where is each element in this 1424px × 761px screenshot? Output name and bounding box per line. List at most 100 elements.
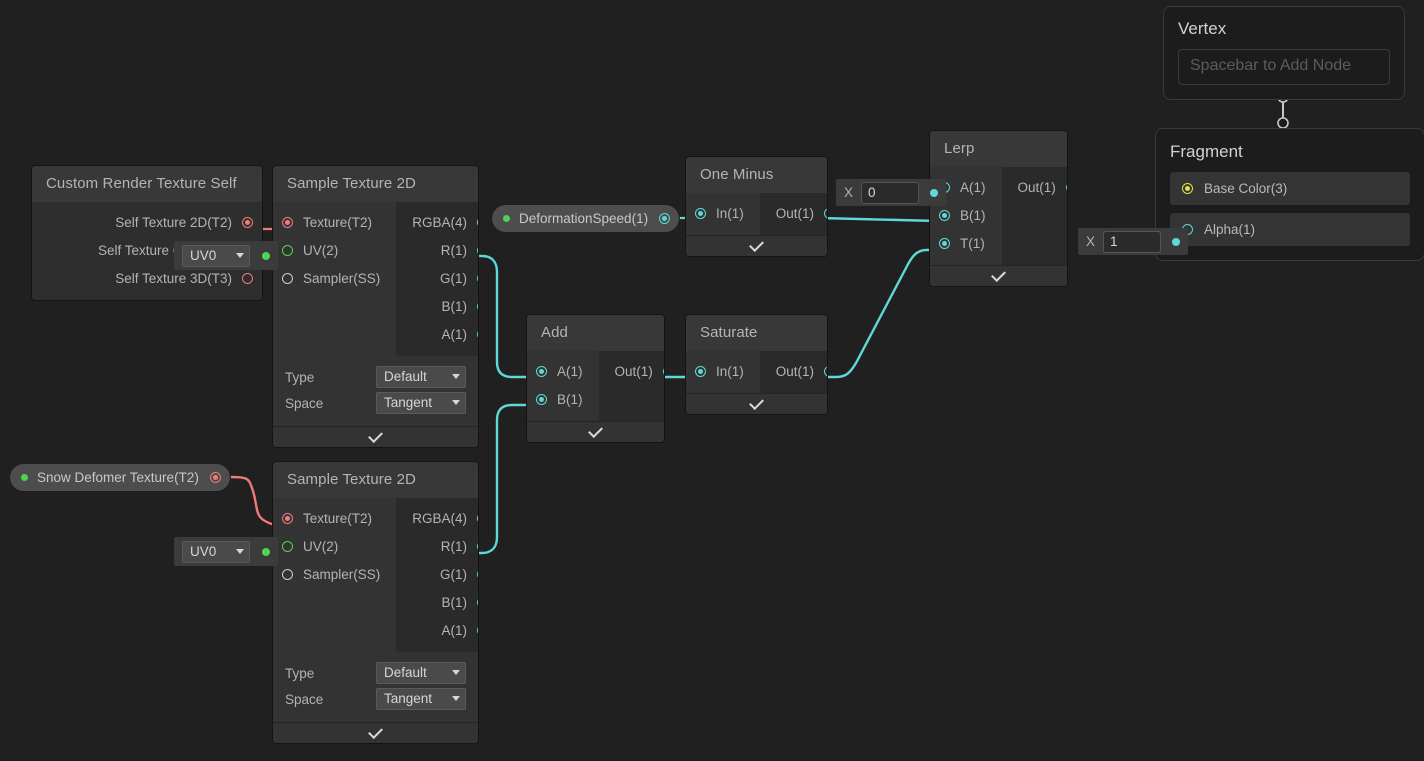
output-port-self-texture-3d[interactable]: Self Texture 3D(T3) <box>32 264 262 292</box>
type-dropdown[interactable]: Default <box>376 366 466 388</box>
space-dropdown[interactable]: Tangent <box>376 392 466 414</box>
input-port-texture[interactable]: Texture(T2) <box>273 208 396 236</box>
node-saturate[interactable]: Saturate In(1) Out(1) <box>686 315 827 414</box>
add-node-placeholder[interactable]: Spacebar to Add Node <box>1178 49 1390 85</box>
property-snow-deformer-texture[interactable]: Snow Defomer Texture(T2) <box>10 464 230 491</box>
port-dot-g[interactable] <box>477 272 478 284</box>
port-dot-t[interactable] <box>939 237 950 249</box>
port-dot-b[interactable] <box>536 393 547 405</box>
output-port-g[interactable]: G(1) <box>396 264 478 292</box>
port-dot-base-color[interactable] <box>1182 183 1193 194</box>
input-port-uv[interactable]: UV(2) <box>273 236 396 264</box>
value-slot-out-dot[interactable] <box>930 188 939 197</box>
port-dot-in[interactable] <box>695 207 706 219</box>
value-slot-out-dot[interactable] <box>1172 237 1181 246</box>
port-dot-g[interactable] <box>477 568 478 580</box>
node-collapse-footer[interactable] <box>930 265 1067 286</box>
port-dot-self-texture-3d[interactable] <box>242 272 253 284</box>
port-dot-sampler[interactable] <box>282 272 293 284</box>
port-dot-uv[interactable] <box>282 540 293 552</box>
node-collapse-footer[interactable] <box>273 722 478 743</box>
input-port-sampler[interactable]: Sampler(SS) <box>273 560 396 588</box>
uv-slot-top[interactable]: UV0 <box>174 241 278 270</box>
type-dropdown[interactable]: Default <box>376 662 466 684</box>
uv-slot-out-dot[interactable] <box>262 547 270 556</box>
master-node-fragment[interactable]: Fragment Base Color(3) Alpha(1) <box>1155 128 1424 261</box>
uv-channel-dropdown[interactable]: UV0 <box>182 540 250 563</box>
port-dot-a[interactable] <box>536 365 547 377</box>
input-port-a[interactable]: A(1) <box>527 357 599 385</box>
port-dot-texture[interactable] <box>282 512 293 524</box>
space-dropdown[interactable]: Tangent <box>376 688 466 710</box>
uv-channel-dropdown[interactable]: UV0 <box>182 244 250 267</box>
port-dot-out[interactable] <box>662 365 664 377</box>
node-custom-render-texture-self[interactable]: Custom Render Texture Self Self Texture … <box>32 166 262 300</box>
port-dot-uv[interactable] <box>282 244 293 256</box>
node-sample-texture-2d-bottom[interactable]: Sample Texture 2D Texture(T2) UV(2) Samp… <box>273 462 478 743</box>
node-collapse-footer[interactable] <box>527 421 664 442</box>
input-port-sampler[interactable]: Sampler(SS) <box>273 264 396 292</box>
output-port-rgba[interactable]: RGBA(4) <box>396 504 478 532</box>
port-dot-a[interactable] <box>477 328 478 340</box>
node-collapse-footer[interactable] <box>686 235 827 256</box>
port-dot-r[interactable] <box>477 244 478 256</box>
uv-slot-out-dot[interactable] <box>262 251 270 260</box>
input-port-in[interactable]: In(1) <box>686 199 760 227</box>
port-dot-texture[interactable] <box>282 216 293 228</box>
port-dot-b[interactable] <box>939 209 950 221</box>
block-alpha[interactable]: Alpha(1) <box>1170 213 1410 246</box>
output-port-self-texture-2d[interactable]: Self Texture 2D(T2) <box>32 208 262 236</box>
node-sample-texture-2d-top[interactable]: Sample Texture 2D Texture(T2) UV(2) Samp… <box>273 166 478 447</box>
output-port-a[interactable]: A(1) <box>396 616 478 644</box>
input-port-texture[interactable]: Texture(T2) <box>273 504 396 532</box>
node-lerp[interactable]: Lerp A(1) B(1) T(1) Out(1) <box>930 131 1067 286</box>
input-port-t[interactable]: T(1) <box>930 229 1002 257</box>
port-label: A(1) <box>557 363 583 379</box>
port-dot-out[interactable] <box>824 207 827 219</box>
port-dot-a[interactable] <box>477 624 478 636</box>
output-port-b[interactable]: B(1) <box>396 588 478 616</box>
value-slot-alpha[interactable]: X 1 <box>1078 228 1189 255</box>
output-port-out[interactable]: Out(1) <box>760 199 827 227</box>
port-dot-rgba[interactable] <box>477 512 478 524</box>
output-port-a[interactable]: A(1) <box>396 320 478 348</box>
port-dot-out[interactable] <box>824 365 827 377</box>
value-slot-input[interactable]: 0 <box>861 181 920 204</box>
block-base-color[interactable]: Base Color(3) <box>1170 172 1410 205</box>
input-port-b[interactable]: B(1) <box>527 385 599 413</box>
port-dot-b[interactable] <box>477 596 478 608</box>
node-one-minus[interactable]: One Minus In(1) Out(1) <box>686 157 827 256</box>
port-dot-out[interactable] <box>1065 181 1067 193</box>
node-collapse-footer[interactable] <box>686 393 827 414</box>
uv-slot-bottom[interactable]: UV0 <box>174 537 278 566</box>
port-dot-snow-deformer-texture-out[interactable] <box>209 472 221 483</box>
node-add[interactable]: Add A(1) B(1) Out(1) <box>527 315 664 442</box>
port-label: Out(1) <box>614 363 653 379</box>
output-port-r[interactable]: R(1) <box>396 236 478 264</box>
input-port-in[interactable]: In(1) <box>686 357 760 385</box>
output-port-g[interactable]: G(1) <box>396 560 478 588</box>
property-deformation-speed[interactable]: DeformationSpeed(1) <box>492 205 680 232</box>
value-slot-input[interactable]: 1 <box>1103 230 1162 253</box>
port-dot-in[interactable] <box>695 365 706 377</box>
port-dot-rgba[interactable] <box>477 216 478 228</box>
port-dot-sampler[interactable] <box>282 568 293 580</box>
output-port-out[interactable]: Out(1) <box>1002 173 1067 201</box>
port-label: Out(1) <box>775 363 815 379</box>
value-slot-lerp-a[interactable]: X 0 <box>836 179 947 206</box>
output-ports: Out(1) <box>598 351 664 421</box>
input-port-uv[interactable]: UV(2) <box>273 532 396 560</box>
output-port-r[interactable]: R(1) <box>396 532 478 560</box>
node-collapse-footer[interactable] <box>273 426 478 447</box>
output-port-rgba[interactable]: RGBA(4) <box>396 208 478 236</box>
port-dot-self-texture-2d[interactable] <box>242 216 253 228</box>
output-port-out[interactable]: Out(1) <box>760 357 827 385</box>
input-port-b[interactable]: B(1) <box>930 201 1002 229</box>
port-dot-deformation-speed-out[interactable] <box>659 213 671 224</box>
port-dot-b[interactable] <box>477 300 478 312</box>
output-port-b[interactable]: B(1) <box>396 292 478 320</box>
output-port-out[interactable]: Out(1) <box>599 357 664 385</box>
master-node-vertex[interactable]: Vertex Spacebar to Add Node <box>1163 6 1405 100</box>
port-dot-r[interactable] <box>477 540 478 552</box>
